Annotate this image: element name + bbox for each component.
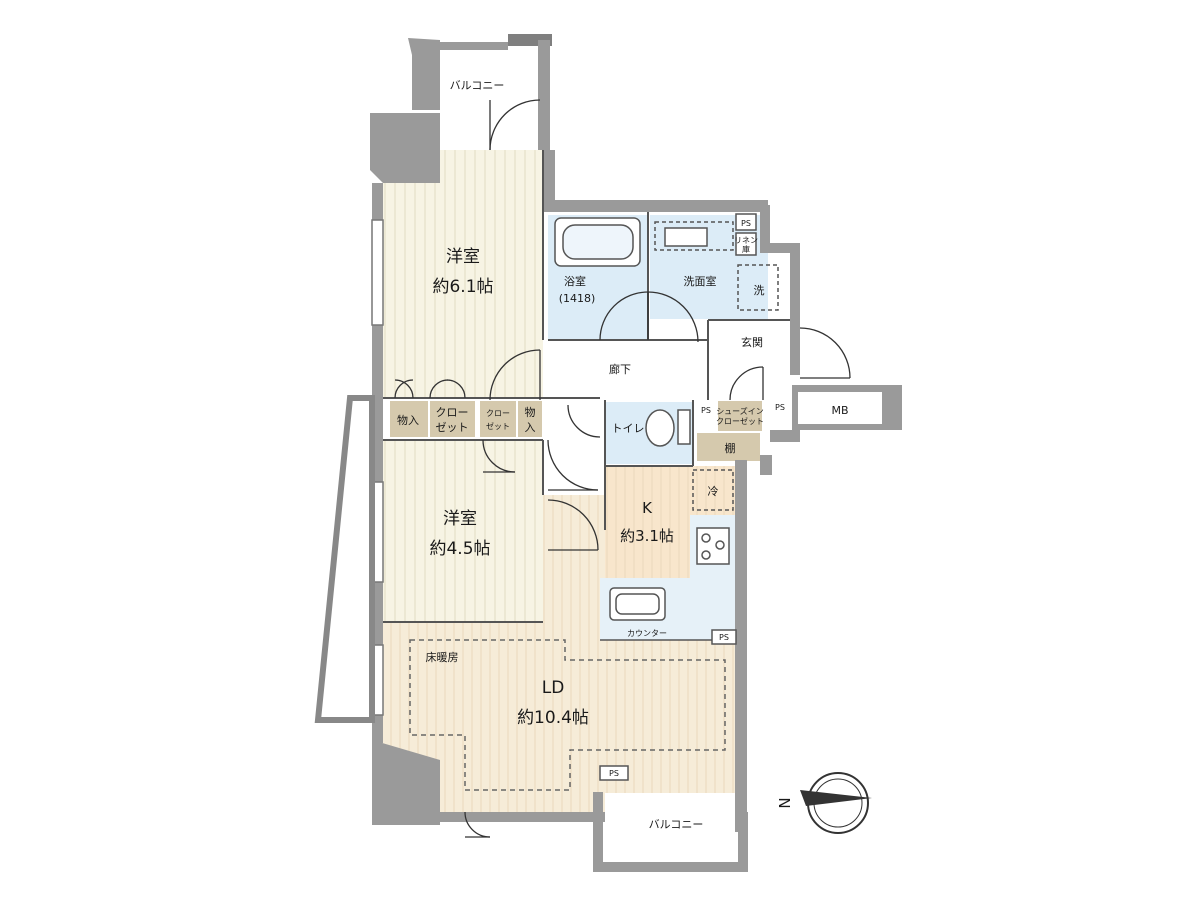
hallway-floor — [543, 342, 708, 400]
closet-2-label-1: クロー — [486, 409, 510, 418]
closet-1-label-1: クロー — [436, 406, 469, 419]
partitions — [383, 150, 790, 623]
fixtures — [409, 213, 779, 791]
bath-label: 浴室 — [564, 274, 586, 288]
ps-toilet-label: PS — [701, 406, 711, 415]
shelf-label: 棚 — [725, 441, 736, 455]
balcony-bottom-label: バルコニー — [649, 818, 704, 831]
left-balcony-frame — [314, 395, 375, 723]
compass — [800, 772, 872, 834]
labels: バルコニー 洋室 約6.1帖 浴室 (1418) 洗面室 洗 PS リネン 庫 … — [397, 79, 849, 831]
closet-2-floor — [480, 401, 516, 437]
linen-label-2: 庫 — [742, 244, 750, 254]
floor-heating-area — [409, 639, 726, 791]
mb-label: MB — [831, 404, 848, 417]
bath-size-label: (1418) — [559, 292, 596, 305]
washer-label: 洗 — [754, 284, 765, 297]
shoes-closet-label-2: クローゼット — [716, 416, 764, 426]
balcony-top-label: バルコニー — [450, 79, 505, 92]
kitchen-name: K — [642, 499, 653, 517]
shoes-closet-label-1: シューズイン — [716, 406, 764, 416]
ps-side-label: PS — [775, 403, 785, 412]
storage-2-label-1: 物 — [525, 405, 536, 419]
hallway-label: 廊下 — [609, 362, 631, 376]
toilet-label: トイレ — [612, 422, 645, 435]
storage-1-floor — [390, 401, 428, 437]
fridge-space — [692, 469, 734, 511]
counter-label: カウンター — [627, 629, 667, 638]
walls — [370, 34, 902, 872]
western-room-2-name: 洋室 — [443, 509, 477, 529]
storage-2-floor — [518, 401, 542, 437]
ld-size: 約10.4帖 — [517, 708, 589, 728]
washroom-label: 洗面室 — [684, 274, 717, 288]
ld-name: LD — [542, 678, 565, 698]
western-room-2-size: 約4.5帖 — [429, 539, 490, 559]
closet-1-label-2: ゼット — [436, 421, 469, 434]
shoes-closet-floor — [718, 401, 762, 431]
entrance-label: 玄関 — [741, 335, 763, 349]
western-room-1-size: 約6.1帖 — [432, 277, 493, 297]
storage-1-label: 物入 — [397, 413, 419, 427]
washer-space — [737, 264, 779, 311]
closet-1-floor — [430, 401, 475, 437]
door-swings — [394, 99, 851, 838]
kitchen-size: 約3.1帖 — [620, 527, 674, 545]
linen-label-1: リネン — [734, 236, 758, 245]
ps-counter-label: PS — [719, 633, 729, 642]
kitchen-sink — [609, 587, 666, 621]
floor-heating-label: 床暖房 — [426, 650, 459, 664]
compass-needle — [800, 790, 872, 806]
fridge-label: 冷 — [708, 485, 719, 498]
entrance-floor — [708, 322, 790, 400]
ps-top-label: PS — [741, 219, 751, 228]
shelf-floor — [697, 433, 760, 461]
toilet-ps-floor — [697, 401, 716, 420]
ps-bottom-label: PS — [609, 769, 619, 778]
closet-2-label-2: ゼット — [486, 421, 510, 431]
western-room-1-name: 洋室 — [446, 247, 480, 267]
storage-2-label-2: 入 — [525, 421, 536, 434]
compass-north-label: N — [776, 797, 794, 808]
